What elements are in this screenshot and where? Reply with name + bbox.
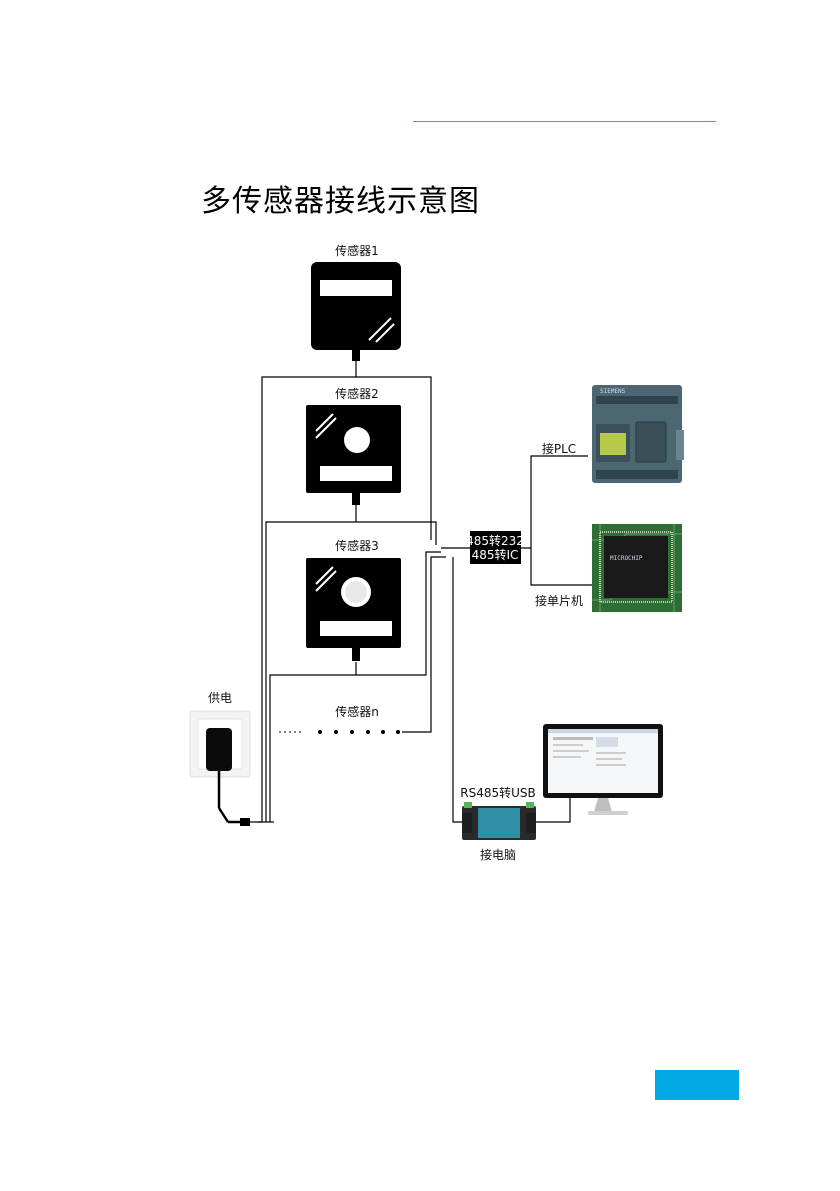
usb-converter-label: RS485转USB bbox=[460, 785, 536, 800]
converter-line-1: 485转232 bbox=[466, 533, 524, 548]
converter-line-2: 485转IC bbox=[472, 547, 519, 562]
power-label: 供电 bbox=[208, 691, 232, 705]
sensor-2-label: 传感器2 bbox=[335, 386, 379, 401]
mcu-wire bbox=[531, 548, 593, 585]
plc-wire bbox=[514, 456, 588, 548]
svg-text:MICROCHIP: MICROCHIP bbox=[610, 555, 643, 562]
converter-box: 485转232 485转IC bbox=[466, 531, 524, 564]
power-outlet bbox=[190, 711, 250, 826]
sensor-2 bbox=[306, 405, 401, 505]
monitor bbox=[543, 724, 663, 815]
sensor-1 bbox=[311, 262, 401, 361]
sensor-3 bbox=[306, 558, 401, 661]
plc-device: SIEMENS bbox=[592, 385, 684, 483]
pc-wire bbox=[536, 795, 590, 822]
sensor-n-label: 传感器n bbox=[335, 704, 379, 719]
sensor-1-label: 传感器1 bbox=[335, 243, 379, 258]
svg-text:SIEMENS: SIEMENS bbox=[600, 388, 626, 395]
usb-wire bbox=[453, 557, 462, 822]
bus-wire-4 bbox=[402, 557, 446, 732]
usb-converter bbox=[462, 802, 536, 840]
sensor-n-dots bbox=[318, 730, 400, 734]
bus-wires bbox=[246, 350, 593, 822]
sensor-3-label: 传感器3 bbox=[335, 538, 379, 553]
mcu-label: 接单片机 bbox=[535, 593, 583, 608]
plc-label: 接PLC bbox=[542, 441, 576, 456]
computer-label: 接电脑 bbox=[480, 847, 516, 862]
mcu-board: MICROCHIP bbox=[592, 524, 682, 612]
